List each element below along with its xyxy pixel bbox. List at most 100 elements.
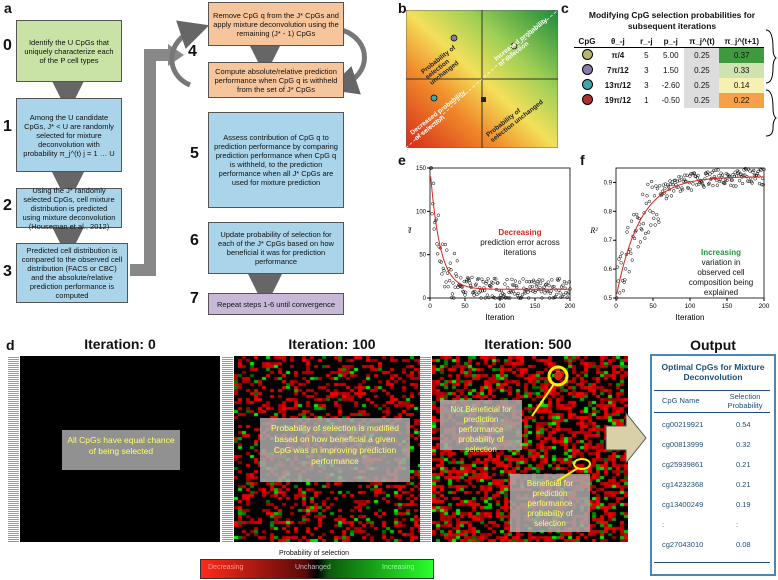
y-tick-label: 0.7 [604, 238, 613, 244]
data-point [504, 295, 508, 300]
step-4b-text: Compute absolute/relative prediction per… [214, 66, 338, 94]
data-point [564, 281, 569, 285]
data-point [567, 280, 571, 284]
step-5-box: Assess contribution of CpG q to predicti… [208, 112, 344, 208]
data-point [464, 280, 469, 284]
data-point [538, 285, 542, 290]
data-point [618, 254, 623, 259]
heatmap-note-0: All CpGs have equal chance of being sele… [62, 430, 180, 470]
output-cpg-name: cg13400249 [662, 500, 704, 509]
data-point [448, 261, 452, 265]
legend-title: Probability of selection [278, 550, 350, 557]
data-point [557, 277, 562, 281]
pit1-cell: 0.22 [719, 93, 764, 108]
data-point [440, 272, 444, 276]
output-cpg-name: cg00219921 [662, 420, 704, 429]
data-point [449, 268, 453, 272]
data-point [716, 168, 720, 172]
data-point [677, 178, 682, 183]
data-point [689, 172, 693, 176]
data-point [562, 292, 566, 297]
data-point [680, 186, 684, 190]
cpg-dot [574, 63, 600, 78]
step-2-text: Using the J* randomly selected CpGs, cel… [22, 185, 116, 231]
y-tick-label: 0.6 [604, 267, 613, 273]
data-point [446, 285, 450, 289]
data-point [499, 293, 503, 297]
pit-cell: 0.25 [684, 78, 720, 93]
data-point [715, 183, 720, 187]
data-point [748, 169, 752, 173]
step-5-text: Assess contribution of CpG q to predicti… [214, 133, 338, 187]
data-point [511, 289, 515, 294]
x-tick-label: 200 [759, 303, 770, 310]
data-point [485, 293, 490, 297]
y-tick-label: 150 [416, 166, 427, 172]
data-point [714, 168, 718, 172]
data-point [615, 265, 620, 269]
output-cpg-prob: 0.32 [736, 440, 751, 449]
output-cpg-name: cg00813999 [662, 440, 704, 449]
data-point [682, 177, 686, 181]
data-point [649, 179, 654, 184]
data-point [760, 182, 764, 187]
data-point [660, 189, 665, 193]
heatmap-title-500: Iteration: 500 [484, 336, 572, 352]
data-point [432, 227, 436, 231]
data-point [691, 182, 695, 186]
data-point [530, 284, 534, 289]
e-annot-red: Decreasing [498, 228, 542, 237]
heatmap-title-100: Iteration: 100 [288, 336, 376, 352]
x-tick-label: 100 [495, 303, 506, 310]
data-point [722, 181, 726, 185]
data-point [443, 285, 447, 289]
data-point [496, 281, 500, 285]
data-point [544, 282, 548, 286]
data-point [454, 274, 459, 278]
data-point [447, 278, 452, 283]
data-point [453, 285, 457, 289]
step-number-4: 4 [188, 43, 197, 60]
x-axis-label: Iteration [486, 313, 515, 322]
data-point [532, 280, 536, 284]
heatmap-note-500-a: Not Beneficial for prediction performanc… [440, 400, 522, 454]
data-point [431, 181, 436, 185]
data-point [539, 290, 543, 294]
data-point [473, 289, 477, 294]
r-cell: 1 [644, 96, 649, 105]
data-point [464, 290, 468, 294]
data-point [656, 217, 660, 221]
data-point [618, 291, 622, 295]
data-point [615, 296, 619, 300]
data-point [533, 290, 537, 294]
data-point [493, 296, 497, 300]
cpg-point-olive [510, 42, 518, 50]
data-point [734, 184, 738, 188]
data-point [535, 282, 539, 286]
data-point [751, 168, 756, 173]
heatmap-title-0: Iteration: 0 [84, 336, 156, 352]
data-point [719, 171, 723, 175]
data-point [520, 293, 525, 297]
data-point [629, 219, 634, 223]
output-cpg-name: cg25939861 [662, 460, 704, 469]
data-point [505, 277, 509, 282]
data-point [513, 279, 518, 283]
panel-c-braces [765, 29, 777, 137]
panel-letter-b: b [398, 0, 407, 16]
output-cpg-prob: 0.21 [736, 480, 751, 489]
data-point [723, 178, 728, 182]
data-point [720, 175, 724, 179]
data-point [480, 289, 485, 293]
data-point [689, 188, 694, 192]
th-theta: θ_-j [611, 37, 625, 46]
data-point [743, 173, 747, 177]
p-cell: -2.60 [661, 81, 680, 90]
data-point [680, 188, 685, 192]
y-tick-label: 0.9 [604, 180, 613, 186]
data-point [655, 212, 659, 217]
data-point [640, 192, 645, 196]
data-point [650, 185, 654, 189]
r-cell: 3 [644, 66, 649, 75]
data-point [665, 194, 669, 198]
